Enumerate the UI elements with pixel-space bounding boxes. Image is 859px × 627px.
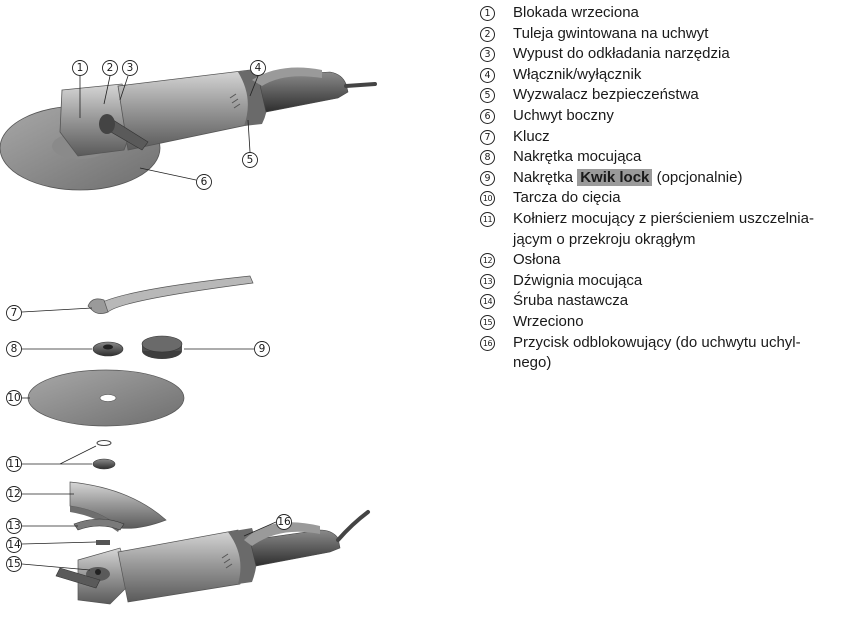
wrench	[22, 276, 253, 314]
kwik-lock-highlight: Kwik lock	[577, 169, 652, 186]
legend-text-continued: nego)	[513, 354, 551, 371]
legend-text: Klucz	[513, 128, 550, 145]
svg-text:1: 1	[77, 62, 84, 74]
legend-text: Wrzeciono	[513, 313, 584, 330]
legend-text: Wyzwalacz bezpieczeństwa	[513, 86, 699, 103]
legend-item: 2 Tuleja gwintowana na uchwyt	[480, 24, 850, 45]
callout-3: 3	[123, 61, 138, 76]
legend-item: 9 Nakrętka Kwik lock (opcjonalnie)	[480, 168, 850, 189]
legend-item: 10 Tarcza do cięcia	[480, 188, 850, 209]
callout-8: 8	[7, 342, 22, 357]
callout-16: 16	[277, 515, 292, 530]
svg-text:8: 8	[11, 343, 18, 355]
assembled-grinder: 1 2 3 4 5 6	[0, 61, 375, 191]
cutting-disc	[22, 370, 184, 426]
legend-number: 1	[480, 6, 495, 21]
callout-2: 2	[103, 61, 118, 76]
callout-12: 12	[7, 487, 22, 502]
legend-text: Przycisk odblokowujący (do uchwytu uchyl…	[513, 334, 801, 351]
legend-number: 13	[480, 274, 495, 289]
svg-text:9: 9	[259, 343, 266, 355]
legend-item: 7 Klucz	[480, 127, 850, 148]
svg-text:4: 4	[255, 62, 262, 74]
legend-item: 3 Wypust do odkładania narzędzia	[480, 44, 850, 65]
legend-text: Blokada wrzeciona	[513, 4, 639, 21]
svg-text:16: 16	[277, 516, 291, 528]
legend-item: 5 Wyzwalacz bezpieczeństwa	[480, 85, 850, 106]
legend-number: 16	[480, 336, 495, 351]
legend-text: Uchwyt boczny	[513, 107, 614, 124]
legend-text: (opcjonalnie)	[657, 169, 743, 186]
callout-4: 4	[251, 61, 266, 76]
legend-item: 14 Śruba nastawcza	[480, 291, 850, 312]
legend-item: 16 Przycisk odblokowujący (do uchwytu uch…	[480, 333, 850, 374]
svg-text:6: 6	[201, 176, 208, 188]
legend-item: 13 Dźwignia mocująca	[480, 271, 850, 292]
callout-11: 11	[7, 457, 22, 472]
legend-text: Nakrętka mocująca	[513, 148, 641, 165]
callout-6: 6	[197, 175, 212, 190]
callout-1: 1	[73, 61, 88, 76]
callout-7: 7	[7, 306, 22, 321]
legend-text: Wypust do odkładania narzędzia	[513, 45, 730, 62]
svg-text:14: 14	[7, 539, 21, 551]
legend-number: 11	[480, 212, 495, 227]
callout-9: 9	[255, 342, 270, 357]
legend-text: Tarcza do cięcia	[513, 189, 621, 206]
legend-item: 8 Nakrętka mocująca	[480, 147, 850, 168]
legend-number: 7	[480, 130, 495, 145]
legend-text-continued: jącym o przekroju okrągłym	[513, 231, 696, 248]
svg-text:5: 5	[247, 154, 254, 166]
svg-text:3: 3	[127, 62, 134, 74]
legend-item: 1 Blokada wrzeciona	[480, 3, 850, 24]
legend-text: Tuleja gwintowana na uchwyt	[513, 25, 708, 42]
legend-number: 12	[480, 253, 495, 268]
legend-text: Śruba nastawcza	[513, 292, 628, 309]
exploded-view-figure: 1 2 3 4 5 6 7 8	[0, 0, 400, 627]
legend-number: 6	[480, 109, 495, 124]
svg-text:11: 11	[7, 458, 20, 470]
legend-number: 10	[480, 191, 495, 206]
svg-text:2: 2	[107, 62, 114, 74]
svg-text:12: 12	[7, 488, 20, 500]
legend-text: Nakrętka	[513, 169, 573, 186]
legend-text: Kołnierz mocujący z pierścieniem uszczel…	[513, 210, 814, 227]
legend-number: 8	[480, 150, 495, 165]
callout-10: 10	[7, 391, 22, 406]
svg-text:13: 13	[7, 520, 20, 532]
legend-text: Włącznik/wyłącznik	[513, 66, 641, 83]
callout-14: 14	[7, 538, 22, 553]
legend-item: 11 Kołnierz mocujący z pierścieniem uszcz…	[480, 209, 850, 250]
parts-legend: 1 Blokada wrzeciona 2 Tuleja gwintowana na…	[480, 3, 850, 374]
flange-with-o-ring	[22, 441, 115, 470]
callout-5: 5	[243, 153, 258, 168]
callout-15: 15	[7, 557, 22, 572]
legend-item: 15 Wrzeciono	[480, 312, 850, 333]
adjusting-screw	[22, 540, 110, 545]
legend-text: Dźwignia mocująca	[513, 272, 642, 289]
grinder-illustration: 1 2 3 4 5 6 7 8	[0, 0, 400, 627]
legend-item: 12 Osłona	[480, 250, 850, 271]
kwik-lock-nut	[142, 336, 254, 359]
clamping-lever	[22, 519, 124, 530]
legend-number: 14	[480, 294, 495, 309]
svg-text:10: 10	[7, 392, 20, 404]
legend-text: Osłona	[513, 251, 561, 268]
legend-number: 4	[480, 68, 495, 83]
legend-number: 9	[480, 171, 495, 186]
legend-number: 15	[480, 315, 495, 330]
exploded-parts: 7 8 9 10	[7, 276, 369, 604]
legend-item: 6 Uchwyt boczny	[480, 106, 850, 127]
callout-13: 13	[7, 519, 22, 534]
legend-item: 4 Włącznik/wyłącznik	[480, 65, 850, 86]
svg-text:15: 15	[7, 558, 20, 570]
clamping-nut	[22, 342, 123, 356]
svg-text:7: 7	[11, 307, 18, 319]
legend-number: 2	[480, 27, 495, 42]
legend-number: 5	[480, 88, 495, 103]
legend-number: 3	[480, 47, 495, 62]
